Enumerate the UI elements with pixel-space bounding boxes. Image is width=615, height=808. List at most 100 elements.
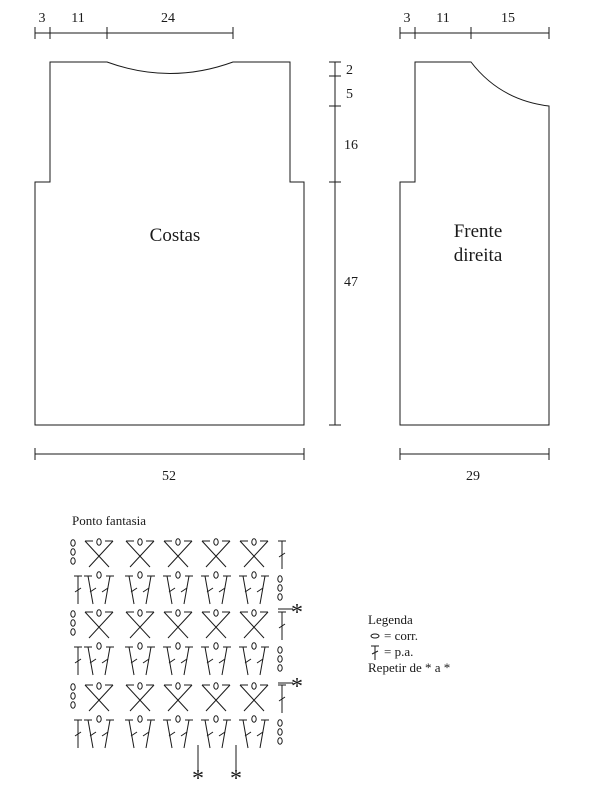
treble-stitch — [145, 719, 152, 749]
back-top-dimension — [34, 27, 234, 39]
treble-stitch-bar — [180, 731, 188, 737]
treble-stitch — [183, 646, 190, 676]
chain-stitch — [96, 715, 102, 723]
cross-stitch-b — [167, 540, 193, 568]
chain-stitch — [96, 571, 102, 579]
stitch-chart-title: Ponto fantasia — [72, 513, 146, 528]
treble-stitch — [259, 575, 266, 605]
treble-stitch — [87, 719, 94, 749]
front-piece-label-line2: direita — [454, 245, 503, 266]
treble-stitch-bar — [278, 696, 286, 702]
treble-stitch — [259, 719, 266, 749]
chain-stitch — [251, 682, 257, 690]
treble-stitch-bar — [89, 658, 97, 664]
treble-stitch-bar — [218, 731, 226, 737]
chain-stitch — [277, 737, 283, 745]
chain-stitch — [70, 619, 76, 627]
chain-stitch — [70, 683, 76, 691]
treble-stitch — [204, 719, 211, 749]
cross-stitch-b — [88, 540, 114, 568]
treble-stitch — [128, 719, 135, 749]
treble-stitch — [204, 646, 211, 676]
treble-stitch-bar — [89, 587, 97, 593]
chain-stitch — [175, 571, 181, 579]
chain-stitch — [277, 728, 283, 736]
chain-stitch — [96, 642, 102, 650]
cross-stitch-a — [201, 540, 227, 568]
dim-back-width: 52 — [162, 469, 176, 484]
chain-stitch — [251, 642, 257, 650]
stitch-chart — [70, 538, 293, 770]
treble-stitch — [183, 719, 190, 749]
treble-stitch-bar — [206, 731, 214, 737]
cross-stitch-a — [125, 684, 151, 712]
cross-stitch-a — [163, 611, 189, 639]
cross-stitch-a — [84, 611, 110, 639]
cross-stitch-b — [129, 540, 155, 568]
chain-stitch — [70, 628, 76, 636]
chain-stitch — [277, 664, 283, 672]
treble-stitch-bar — [256, 731, 264, 737]
cross-stitch-a — [201, 684, 227, 712]
chain-stitch — [137, 571, 143, 579]
chain-stitch — [137, 715, 143, 723]
treble-stitch — [221, 575, 228, 605]
treble-stitch-bar — [244, 658, 252, 664]
chain-stitch — [137, 609, 143, 617]
cross-stitch-b — [243, 540, 269, 568]
chain-stitch — [251, 538, 257, 546]
chain-stitch — [277, 646, 283, 654]
treble-stitch-bar — [218, 587, 226, 593]
cross-stitch-b — [88, 611, 114, 639]
cross-stitch-a — [163, 540, 189, 568]
treble-stitch — [183, 575, 190, 605]
treble-stitch — [221, 646, 228, 676]
cross-stitch-b — [167, 611, 193, 639]
chain-stitch — [277, 655, 283, 663]
chain-stitch — [70, 692, 76, 700]
chain-stitch — [70, 539, 76, 547]
cross-stitch-b — [88, 684, 114, 712]
chain-stitch — [213, 682, 219, 690]
treble-stitch-bar — [218, 658, 226, 664]
treble-stitch-bar — [180, 587, 188, 593]
cross-stitch-b — [205, 684, 231, 712]
legend-chain: = corr. — [384, 628, 418, 643]
chain-stitch — [277, 575, 283, 583]
chain-stitch — [70, 610, 76, 618]
chain-stitch — [137, 682, 143, 690]
cross-stitch-a — [201, 611, 227, 639]
front-piece-outline — [399, 61, 550, 426]
cross-stitch-b — [243, 611, 269, 639]
treble-stitch-bar — [74, 731, 82, 737]
cross-stitch-b — [205, 611, 231, 639]
chain-stitch — [175, 609, 181, 617]
treble-stitch — [128, 575, 135, 605]
treble-stitch-bar — [168, 731, 176, 737]
treble-stitch-bar — [142, 658, 150, 664]
legend-repeat: Repetir de * a * — [368, 660, 450, 675]
repeat-marker-row-1: * — [291, 600, 303, 626]
treble-stitch-bar — [142, 731, 150, 737]
treble-stitch-bar — [256, 658, 264, 664]
treble-stitch — [145, 575, 152, 605]
treble-stitch-bar — [101, 587, 109, 593]
chain-stitch — [213, 538, 219, 546]
repeat-marker-col-2: * — [230, 766, 242, 792]
back-piece-label: Costas — [150, 225, 201, 246]
treble-stitch-bar — [101, 731, 109, 737]
chain-stitch — [70, 557, 76, 565]
repeat-marker-row-2: * — [291, 674, 303, 700]
chain-stitch — [251, 571, 257, 579]
treble-stitch-bar — [130, 587, 138, 593]
treble-stitch-bar — [101, 658, 109, 664]
dim-side-a: 2 — [346, 63, 353, 78]
cross-stitch-b — [243, 684, 269, 712]
treble-stitch-bar — [244, 587, 252, 593]
chain-stitch — [175, 715, 181, 723]
treble-stitch-bar — [130, 658, 138, 664]
cross-stitch-b — [129, 684, 155, 712]
treble-stitch-bar — [74, 587, 82, 593]
treble-stitch — [145, 646, 152, 676]
